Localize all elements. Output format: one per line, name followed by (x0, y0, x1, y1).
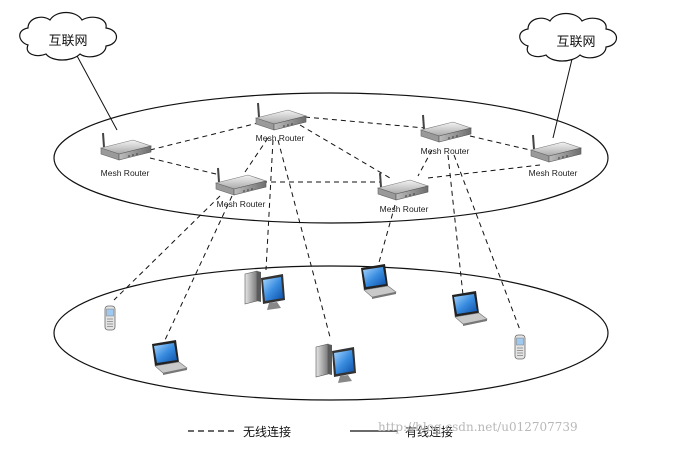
cloud-label: 互联网 (48, 34, 87, 49)
router-label: Mesh Router (421, 146, 470, 156)
mesh-router: Mesh Router (255, 102, 307, 143)
phone-icon (104, 305, 116, 331)
phone-icon (514, 334, 526, 360)
router-label: Mesh Router (380, 204, 429, 214)
mesh-backbone-ellipse (53, 92, 609, 224)
laptop-icon (151, 339, 188, 376)
router-label: Mesh Router (101, 168, 150, 178)
mesh-router: Mesh Router (420, 114, 472, 156)
internet-cloud-right: 互联网 (519, 12, 618, 62)
laptop-icon (360, 263, 397, 300)
desktop-computer-icon (315, 343, 357, 384)
client-ellipse (53, 265, 609, 401)
router-label: Mesh Router (529, 168, 578, 178)
watermark: http://blog.csdn.net/u012707739 (378, 420, 578, 434)
mesh-router: Mesh Router (215, 167, 267, 209)
internet-cloud-left: 互联网 (19, 11, 118, 61)
wired-links (75, 53, 574, 139)
mesh-router: Mesh Router (100, 132, 152, 178)
legend-wired-label: 有线连接 (405, 424, 453, 439)
router-label: Mesh Router (256, 133, 305, 143)
legend: 无线连接 有线连接 (188, 424, 453, 439)
laptop-icon (451, 290, 488, 327)
desktop-computer-icon (244, 270, 286, 311)
router-label: Mesh Router (217, 199, 266, 209)
wireless-links (113, 116, 541, 341)
mesh-router: Mesh Router (529, 134, 582, 178)
mesh-router: Mesh Router (377, 172, 429, 214)
cloud-label: 互联网 (556, 35, 595, 50)
legend-wireless-label: 无线连接 (243, 424, 291, 439)
